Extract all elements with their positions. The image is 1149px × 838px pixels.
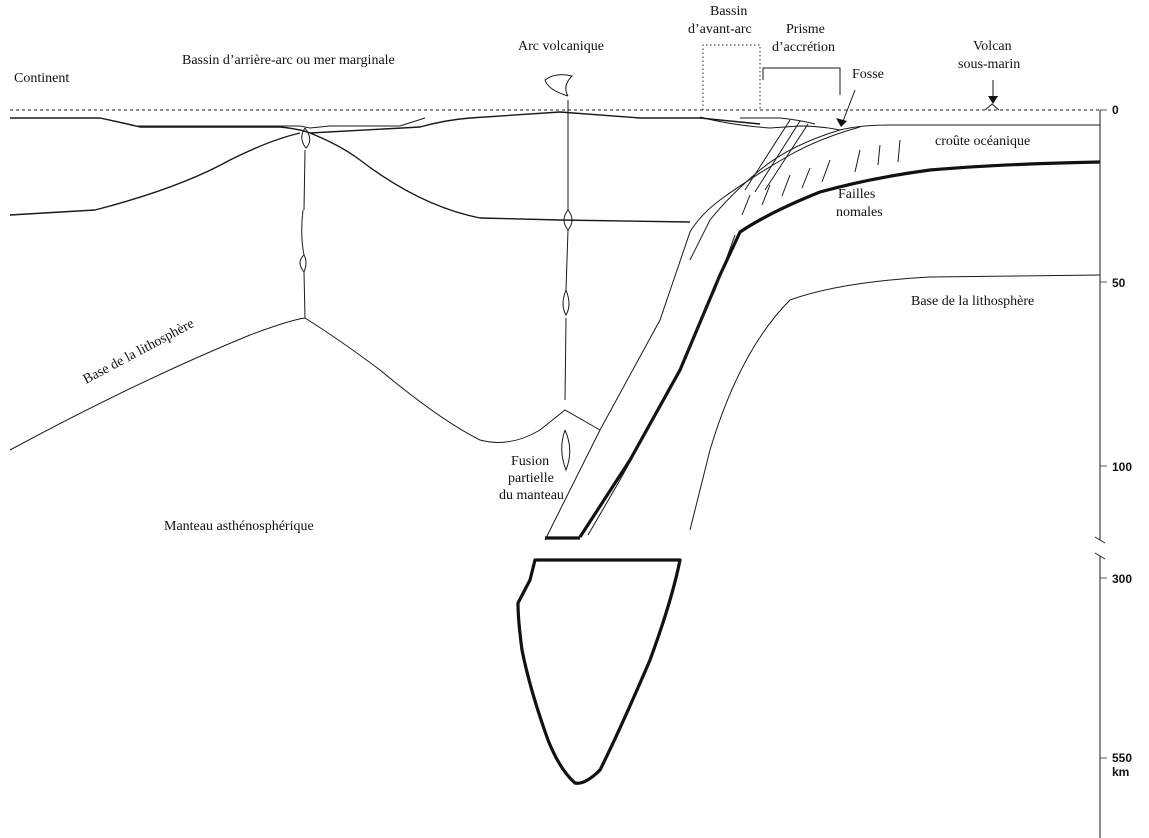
scale-unit: km — [1112, 765, 1129, 779]
label-back-arc-basin: Bassin d’arrière-arc ou mer marginale — [182, 53, 395, 68]
back-arc-magma-conduit — [300, 128, 310, 318]
label-lithosphere-base-right: Base de la lithosphère — [911, 294, 1034, 309]
label-normal-faults-2: nomales — [836, 205, 883, 220]
label-accretion-prism-1: Prisme — [786, 22, 825, 37]
trench-arrow — [842, 90, 855, 124]
label-partial-melting-3: du manteau — [499, 488, 564, 503]
scale-label-0: 0 — [1112, 103, 1119, 117]
label-normal-faults-1: Failles — [838, 187, 875, 202]
volcano-plume — [545, 75, 572, 96]
label-oceanic-crust: croûte océanique — [935, 134, 1030, 149]
seamount-arrowhead — [988, 96, 998, 104]
lithosphere-base-right — [690, 275, 1100, 530]
label-seamount-1: Volcan — [973, 39, 1012, 54]
accretion-prism-bracket — [763, 68, 840, 95]
scale-label-550: 550 — [1112, 751, 1132, 765]
scale-label-300: 300 — [1112, 572, 1132, 586]
scale-break — [1095, 537, 1105, 559]
oceanic-crust-top — [840, 125, 1100, 130]
seamount — [985, 104, 999, 110]
forearc-basin — [700, 117, 840, 130]
scale-label-50: 50 — [1112, 276, 1126, 290]
label-continent: Continent — [14, 71, 69, 86]
arc-magma-conduit — [562, 100, 572, 470]
slab-upper-crust-line — [690, 130, 840, 260]
label-partial-melting-1: Fusion — [511, 454, 549, 469]
label-forearc-basin-2: d’avant-arc — [688, 22, 752, 37]
scale-label-100: 100 — [1112, 460, 1132, 474]
back-arc-basin-floor — [100, 118, 425, 128]
label-accretion-prism-2: d’accrétion — [772, 40, 835, 55]
continental-crust-outline — [10, 112, 760, 222]
label-lithosphere-base-left: Base de la lithosphère — [81, 316, 197, 387]
label-volcanic-arc: Arc volcanique — [518, 39, 604, 54]
label-asthenospheric-mantle: Manteau asthénosphérique — [164, 519, 314, 534]
deep-slab-fragment — [518, 560, 680, 783]
label-forearc-basin-1: Bassin — [710, 4, 747, 19]
label-partial-melting-2: partielle — [508, 471, 554, 486]
label-seamount-2: sous-marin — [958, 57, 1020, 72]
accretion-prism-faults — [740, 118, 815, 192]
lithosphere-base-left — [10, 318, 600, 450]
trench-arrowhead — [836, 118, 847, 127]
forearc-basin-bracket — [703, 45, 760, 110]
label-trench: Fosse — [852, 67, 884, 82]
